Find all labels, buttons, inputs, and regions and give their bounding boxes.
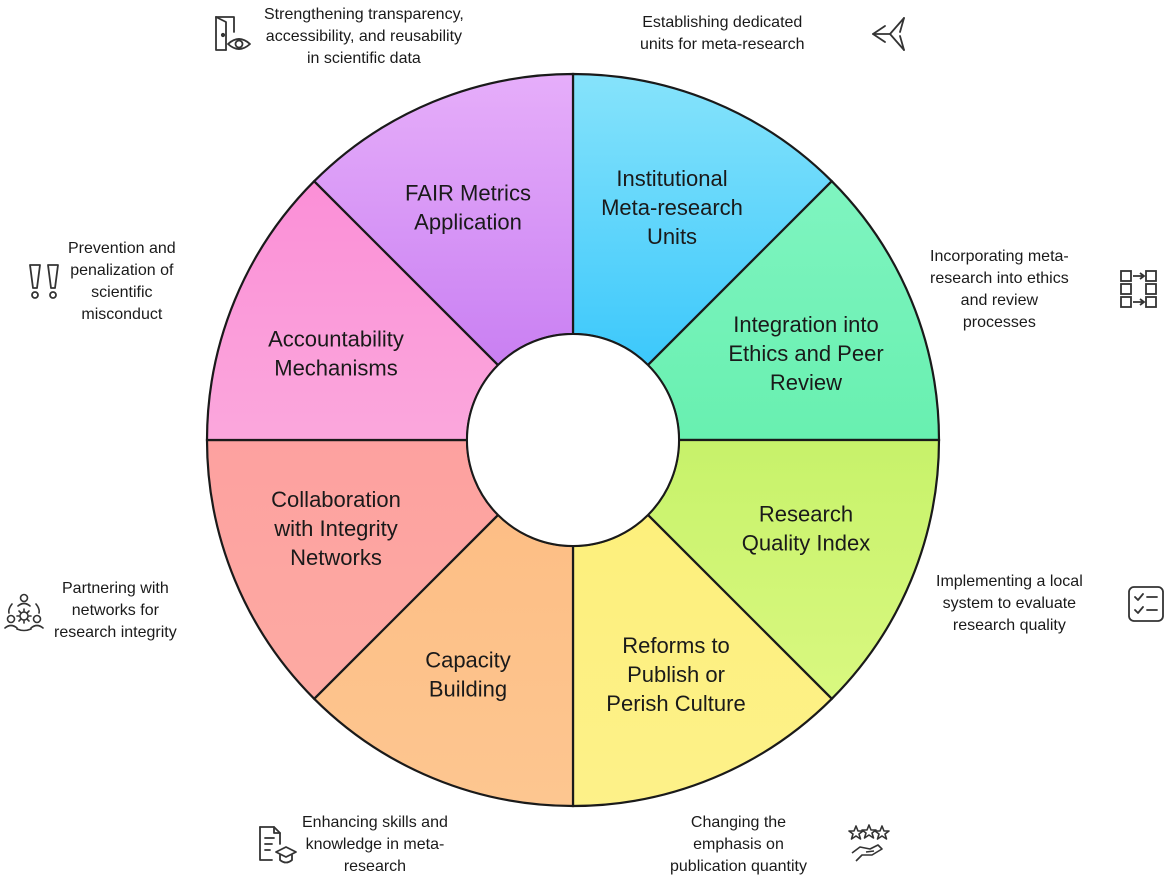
callout-line: system to evaluate [942, 595, 1077, 612]
callout-line: Enhancing skills and [302, 814, 448, 831]
callout-line: knowledge in meta- [305, 836, 445, 853]
callout-line: Strengthening transparency, [264, 6, 464, 23]
callout-line: processes [962, 314, 1036, 331]
callout-line: research into ethics [930, 270, 1069, 287]
segment-label-line: FAIR Metrics [405, 181, 531, 206]
callout-ethics: Incorporating meta- research into ethics… [930, 246, 1069, 334]
segment-label-line: Mechanisms [274, 356, 397, 381]
callout-line: Incorporating meta- [930, 248, 1069, 265]
segment-label-line: Application [414, 210, 522, 235]
direction-arrows-icon [872, 17, 905, 51]
segment-label-line: Perish Culture [606, 691, 745, 716]
segment-label-publish-perish: Reforms to Publish or Perish Culture [606, 633, 745, 716]
segment-label-line: Meta-research [601, 195, 743, 220]
segment-label-line: Ethics and Peer [728, 341, 883, 366]
callout-collaboration: Partnering with networks for research in… [54, 578, 177, 644]
callout-line: Partnering with [62, 580, 169, 597]
callout-line: and review [960, 292, 1039, 309]
double-exclamation-icon [29, 264, 59, 299]
callout-line: research quality [952, 617, 1066, 634]
flow-blocks-icon [1120, 270, 1157, 308]
callout-line: units for meta-research [640, 36, 805, 53]
segment-label-line: Units [647, 224, 697, 249]
segment-label-line: Institutional [616, 166, 727, 191]
callout-line: accessibility, and reusability [265, 28, 463, 45]
segment-label-line: Review [770, 370, 842, 395]
segment-label-line: Reforms to [622, 633, 730, 658]
callout-line: emphasis on [693, 836, 784, 853]
callout-accountability: Prevention and penalization of scientifi… [68, 238, 176, 326]
callout-line: research [343, 858, 407, 875]
checklist-icon [1128, 586, 1164, 622]
callout-line: Prevention and [68, 240, 176, 257]
callout-line: penalization of [70, 262, 174, 279]
network-people-icon [4, 593, 44, 632]
callout-line: Implementing a local [936, 573, 1083, 590]
callout-line: networks for [71, 602, 159, 619]
callout-capacity: Enhancing skills and knowledge in meta- … [302, 812, 448, 878]
center-hole [466, 333, 680, 547]
segment-label-line: Research [759, 502, 853, 527]
callout-line: Changing the [690, 814, 787, 831]
stars-hand-icon [848, 824, 890, 862]
segment-label-line: Building [429, 677, 507, 702]
document-graduate-icon [259, 826, 297, 864]
callout-line: scientific [91, 284, 153, 301]
callout-fair: Strengthening transparency, accessibilit… [264, 4, 464, 70]
callout-line: Establishing dedicated [642, 14, 803, 31]
callout-line: misconduct [81, 306, 163, 323]
segment-label-line: Accountability [268, 327, 404, 352]
door-eye-icon [215, 16, 251, 51]
segment-label-line: Networks [290, 545, 382, 570]
callout-publish-perish: Changing the emphasis on publication qua… [670, 812, 807, 878]
segment-label-line: with Integrity [273, 516, 398, 541]
segment-label-line: Collaboration [271, 487, 401, 512]
callout-line: research integrity [54, 624, 177, 641]
callout-line: in scientific data [306, 50, 421, 67]
segment-label-line: Capacity [425, 648, 511, 673]
callout-quality-index: Implementing a local system to evaluate … [936, 571, 1083, 637]
segment-label-line: Publish or [627, 662, 725, 687]
segment-label-line: Integration into [733, 312, 879, 337]
segment-label-line: Quality Index [742, 531, 870, 556]
callout-institutional: Establishing dedicated units for meta-re… [640, 12, 805, 56]
callout-line: publication quantity [670, 858, 807, 875]
